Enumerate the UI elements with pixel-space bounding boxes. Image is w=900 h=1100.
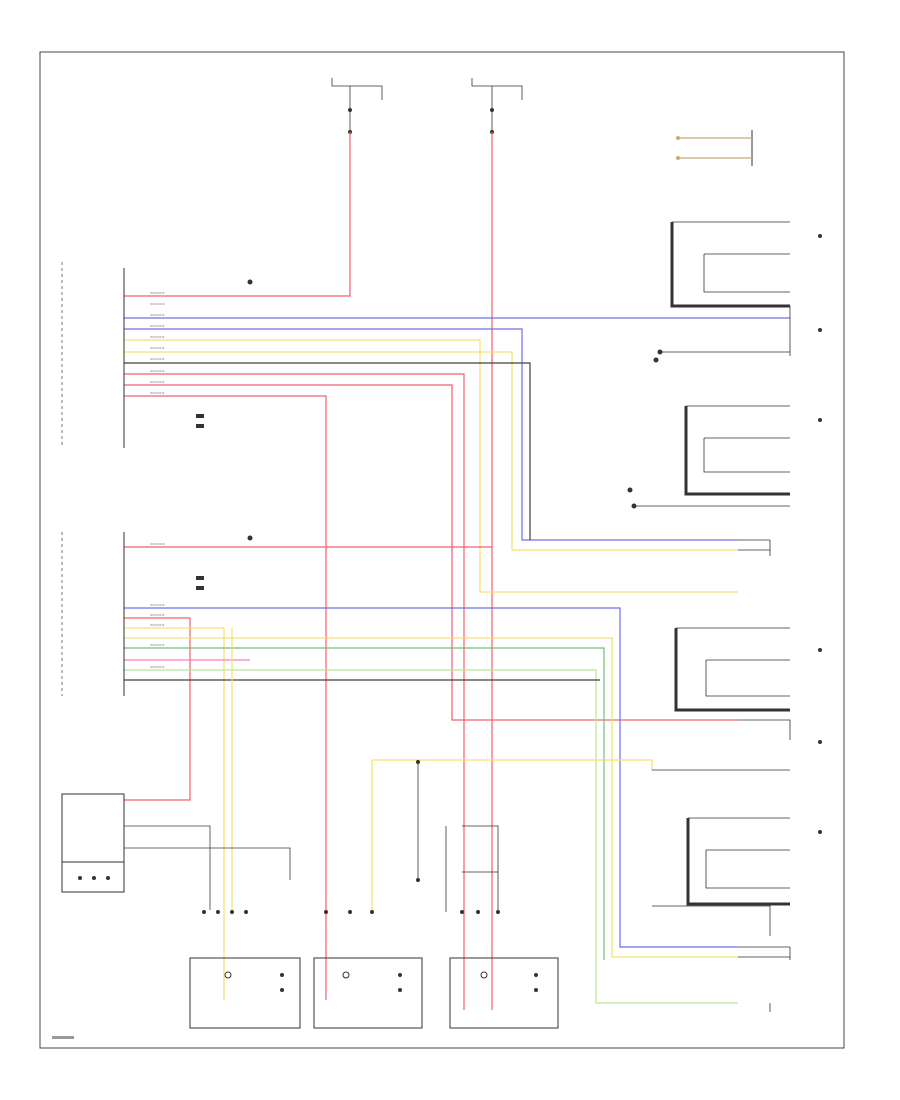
passenger-adjustment-switch-box xyxy=(189,957,301,1029)
middle-switch-lines xyxy=(462,825,499,912)
fuse-left xyxy=(331,78,383,134)
fuse-right xyxy=(471,78,523,134)
driver-lumbar-switch-right xyxy=(670,221,790,308)
wire-dark-3 xyxy=(124,847,291,880)
wire-green-1 xyxy=(124,647,605,960)
driver-adjustment-switch-right xyxy=(631,405,790,509)
passenger-position-sensor-right xyxy=(652,905,771,936)
wire-yellow-4 xyxy=(124,637,738,958)
wire-red-7 xyxy=(124,617,191,801)
svg-text:=====: ===== xyxy=(150,324,165,328)
svg-text:=====: ===== xyxy=(150,665,165,669)
driver-adjustment-switch-box xyxy=(449,957,559,1029)
wire-red-feed-1 xyxy=(124,132,351,297)
wire-blue-2 xyxy=(124,328,738,541)
passenger-motor-right xyxy=(738,946,791,1012)
passenger-lumbar-switch-right xyxy=(674,627,791,740)
svg-text:=====: ===== xyxy=(150,643,165,647)
wire-group xyxy=(124,132,790,1010)
illuminated-lumbar-control-switch xyxy=(676,130,753,166)
diagram-frame xyxy=(39,51,845,1049)
ground-symbols xyxy=(247,234,822,834)
svg-text:=====: ===== xyxy=(150,623,165,627)
driver-position-sensor-right xyxy=(738,539,771,556)
svg-text:=====: ===== xyxy=(150,335,165,339)
svg-text:=====: ===== xyxy=(150,313,165,317)
svg-text:=====: ===== xyxy=(150,302,165,306)
svg-text:=====: ===== xyxy=(150,603,165,607)
wire-red-5 xyxy=(124,395,327,1000)
passenger-seat-control-module xyxy=(61,532,204,696)
wire-green-2 xyxy=(124,669,738,1004)
wire-yellow-3 xyxy=(124,627,225,1000)
passenger-adjustment-switch-right xyxy=(652,769,790,906)
wire-yellow-5 xyxy=(372,759,653,770)
wire-yellow-1 xyxy=(124,339,738,593)
svg-text:=====: ===== xyxy=(150,357,165,361)
svg-text:=====: ===== xyxy=(150,613,165,617)
driver-seat-position-connector xyxy=(657,306,791,356)
wire-red-4 xyxy=(124,384,738,721)
driver-lumbar-switch-box xyxy=(313,957,423,1029)
page-code-mark xyxy=(52,1036,74,1039)
wire-yellow-2 xyxy=(124,351,738,551)
svg-text:=====: ===== xyxy=(150,380,165,384)
svg-text:=====: ===== xyxy=(150,391,165,395)
wire-tags: ===== ===== ===== ===== ===== ===== ====… xyxy=(150,291,165,669)
passenger-seat-lumbar-switch xyxy=(61,793,125,893)
svg-text:=====: ===== xyxy=(150,346,165,350)
svg-text:=====: ===== xyxy=(150,291,165,295)
wire-red-3 xyxy=(124,373,465,1010)
svg-text:=====: ===== xyxy=(150,542,165,546)
wire-dark xyxy=(124,362,531,540)
svg-text:=====: ===== xyxy=(150,369,165,373)
bottom-connector-pins xyxy=(202,760,500,914)
driver-seat-control-module xyxy=(61,262,204,448)
wire-blue-3 xyxy=(124,607,738,948)
wire-dark-4 xyxy=(124,825,211,910)
